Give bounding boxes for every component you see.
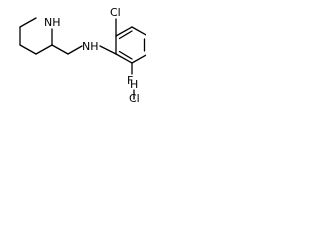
bond-ring-2 <box>115 26 133 37</box>
benzene-ring <box>115 26 146 64</box>
chemical-structure: NH NH Cl F H Cl <box>19 6 146 103</box>
bond-pip-3 <box>19 44 37 55</box>
bond-ring-6 <box>115 53 133 64</box>
bond-pip-1 <box>19 17 37 28</box>
chlorine-label: Cl <box>110 6 121 19</box>
nh-amine-label: NH <box>82 40 99 53</box>
bond-pip-4 <box>35 44 53 55</box>
piperidine-ring <box>19 17 53 55</box>
hcl-h-label: H <box>130 78 138 91</box>
bond-ch2-a <box>51 44 69 55</box>
fluorine-label: F <box>127 74 133 87</box>
nh-piperidine-label: NH <box>44 16 61 29</box>
bond-ch2-c <box>99 45 117 55</box>
bond-ring-double-3 <box>118 50 133 60</box>
bond-ring-double-1 <box>118 30 133 40</box>
hcl-cl-label: Cl <box>129 92 140 103</box>
bond-ring-5 <box>131 54 146 64</box>
bond-ch2-b <box>67 45 83 55</box>
linker-chain <box>51 44 117 55</box>
bond-ring-3 <box>131 26 146 36</box>
